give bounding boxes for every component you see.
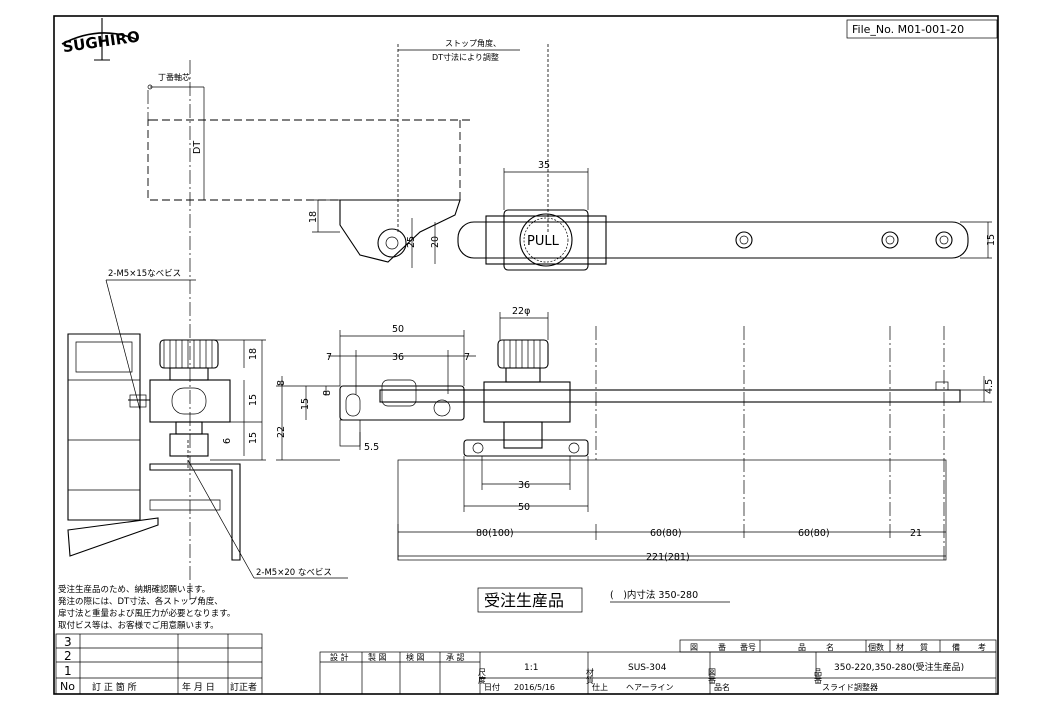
rev-header-date: 年 月 日	[182, 681, 215, 693]
rev-header-person: 訂正者	[230, 681, 257, 693]
front-dim-22: 22	[276, 426, 287, 438]
ph-zai: 材	[896, 642, 904, 652]
ph-hin: 品	[798, 643, 806, 652]
front-dim-36: 36	[392, 352, 404, 363]
finish-value: ヘアーライン	[626, 683, 674, 692]
approval-design: 設 計	[330, 652, 349, 662]
ph-kosu: 個数	[868, 642, 884, 652]
rev-row-3: 3	[64, 635, 72, 649]
rev-header-place: 訂 正 箇 所	[92, 681, 137, 693]
side-dim-6: 6	[222, 438, 233, 444]
note-line-1: 受注生産品のため、納期確認願います。	[58, 584, 210, 595]
front-dim-4-5: 4.5	[984, 379, 995, 394]
dim-80-100: 80(100)	[476, 528, 514, 539]
scale-label: 尺度	[478, 668, 487, 685]
front-dim-7a: 7	[326, 352, 332, 363]
made-to-order-box	[477, 587, 583, 613]
approval-approve: 承 認	[446, 652, 465, 662]
made-to-order: 受注生産品	[484, 591, 564, 610]
ph-bi: 備	[952, 642, 960, 652]
front-view: 8 22 15 8 50 7 36 7 5.5	[276, 306, 995, 561]
dim-21: 21	[910, 528, 922, 539]
top-view: ストップ角度、 DT寸法により調整 丁番軸芯 DT 18 25 20	[147, 38, 997, 600]
scale-value: 1:1	[524, 663, 538, 673]
rev-row-1: 1	[64, 664, 72, 678]
dim-60-80a: 60(80)	[650, 528, 682, 539]
top-dim-20: 20	[430, 236, 441, 248]
rev-row-2: 2	[64, 649, 72, 663]
dim-60-80b: 60(80)	[798, 528, 830, 539]
dt-label: DT	[192, 141, 203, 154]
dim-total: 221(281)	[646, 552, 690, 563]
drawing-no-label: 図番	[708, 668, 717, 685]
file-no-box	[846, 19, 998, 39]
front-dim-36b: 36	[518, 480, 530, 491]
note-line-2: 発注の際には、DT寸法、各ストップ角度、	[58, 596, 223, 607]
bottom-dimensions: 80(100) 60(80) 60(80) 21 221(281)	[397, 524, 946, 563]
hinge-axis-label: 丁番軸芯	[158, 72, 190, 82]
revision-table: 3 2 1 No 訂 正 箇 所 年 月 日 訂正者	[55, 633, 263, 695]
approval-draft: 製 図	[368, 652, 387, 662]
title-block: 図 番 番号 品 名 個数 材 質 備 考 設 計 製 図 検 図 承 認 尺度…	[319, 639, 997, 695]
front-dim-50b: 50	[518, 502, 530, 513]
stop-note-line1: ストップ角度、	[445, 38, 501, 48]
file-no: File_No. M01-001-20	[852, 23, 964, 36]
name-value: スライド調整器	[822, 682, 878, 692]
side-dim-15b: 15	[248, 432, 259, 444]
front-dim-50: 50	[392, 324, 404, 335]
front-dim-7b: 7	[464, 352, 470, 363]
ph-kou: 考	[978, 643, 986, 652]
inner-dim-note: ( )内寸法 350-280	[610, 589, 698, 601]
brand-logo: SUGHIRO	[61, 18, 141, 61]
ph-bangou: 番号	[740, 642, 756, 652]
material-label: 材質	[586, 667, 595, 685]
date-value: 2016/5/16	[514, 683, 555, 692]
ph-ban: 番	[718, 642, 726, 652]
front-dim-5-5: 5.5	[364, 442, 379, 453]
front-dim-22phi: 22φ	[512, 306, 530, 317]
logo-text: SUGHIRO	[61, 28, 140, 57]
side-dim-18: 18	[248, 348, 259, 360]
note-line-4: 取付ビス等は、お客様でご用意願います。	[58, 620, 219, 631]
material-value: SUS-304	[628, 663, 667, 673]
screw-bottom-label: 2-M5×20 なべビス	[256, 568, 332, 578]
part-no-value: 350-220,350-280(受注生産品)	[834, 661, 964, 673]
top-dim-18: 18	[308, 211, 319, 223]
stop-note-line2: DT寸法により調整	[432, 52, 499, 62]
pull-label: PULL	[527, 234, 560, 249]
part-no-label: 品番	[814, 668, 823, 685]
finish-label: 仕上	[592, 682, 608, 692]
name-label: 品名	[714, 682, 730, 692]
notes: 受注生産品のため、納期確認願います。 発注の際には、DT寸法、各ストップ角度、 …	[58, 584, 235, 631]
top-dim-25: 25	[406, 236, 417, 248]
top-dim-15: 15	[986, 234, 997, 246]
front-dim-8a: 8	[276, 380, 287, 386]
ph-zu: 図	[690, 643, 698, 652]
note-line-3: 扉寸法と重量および風圧力が必要となります。	[58, 608, 235, 619]
rev-header-no: No	[60, 680, 75, 693]
ph-mei: 名	[826, 642, 834, 652]
front-dim-15c: 15	[300, 398, 311, 410]
top-dim-35: 35	[538, 160, 550, 171]
screw-top-label: 2-M5×15なべビス	[108, 269, 181, 279]
date-label: 日付	[484, 682, 500, 692]
front-dim-8b: 8	[322, 390, 333, 396]
approval-check: 検 図	[406, 652, 425, 662]
side-dim-15a: 15	[248, 394, 259, 406]
ph-shitsu: 質	[920, 642, 928, 652]
side-view: 2-M5×15なべビス 18 15 15 6 2-M	[67, 269, 348, 579]
